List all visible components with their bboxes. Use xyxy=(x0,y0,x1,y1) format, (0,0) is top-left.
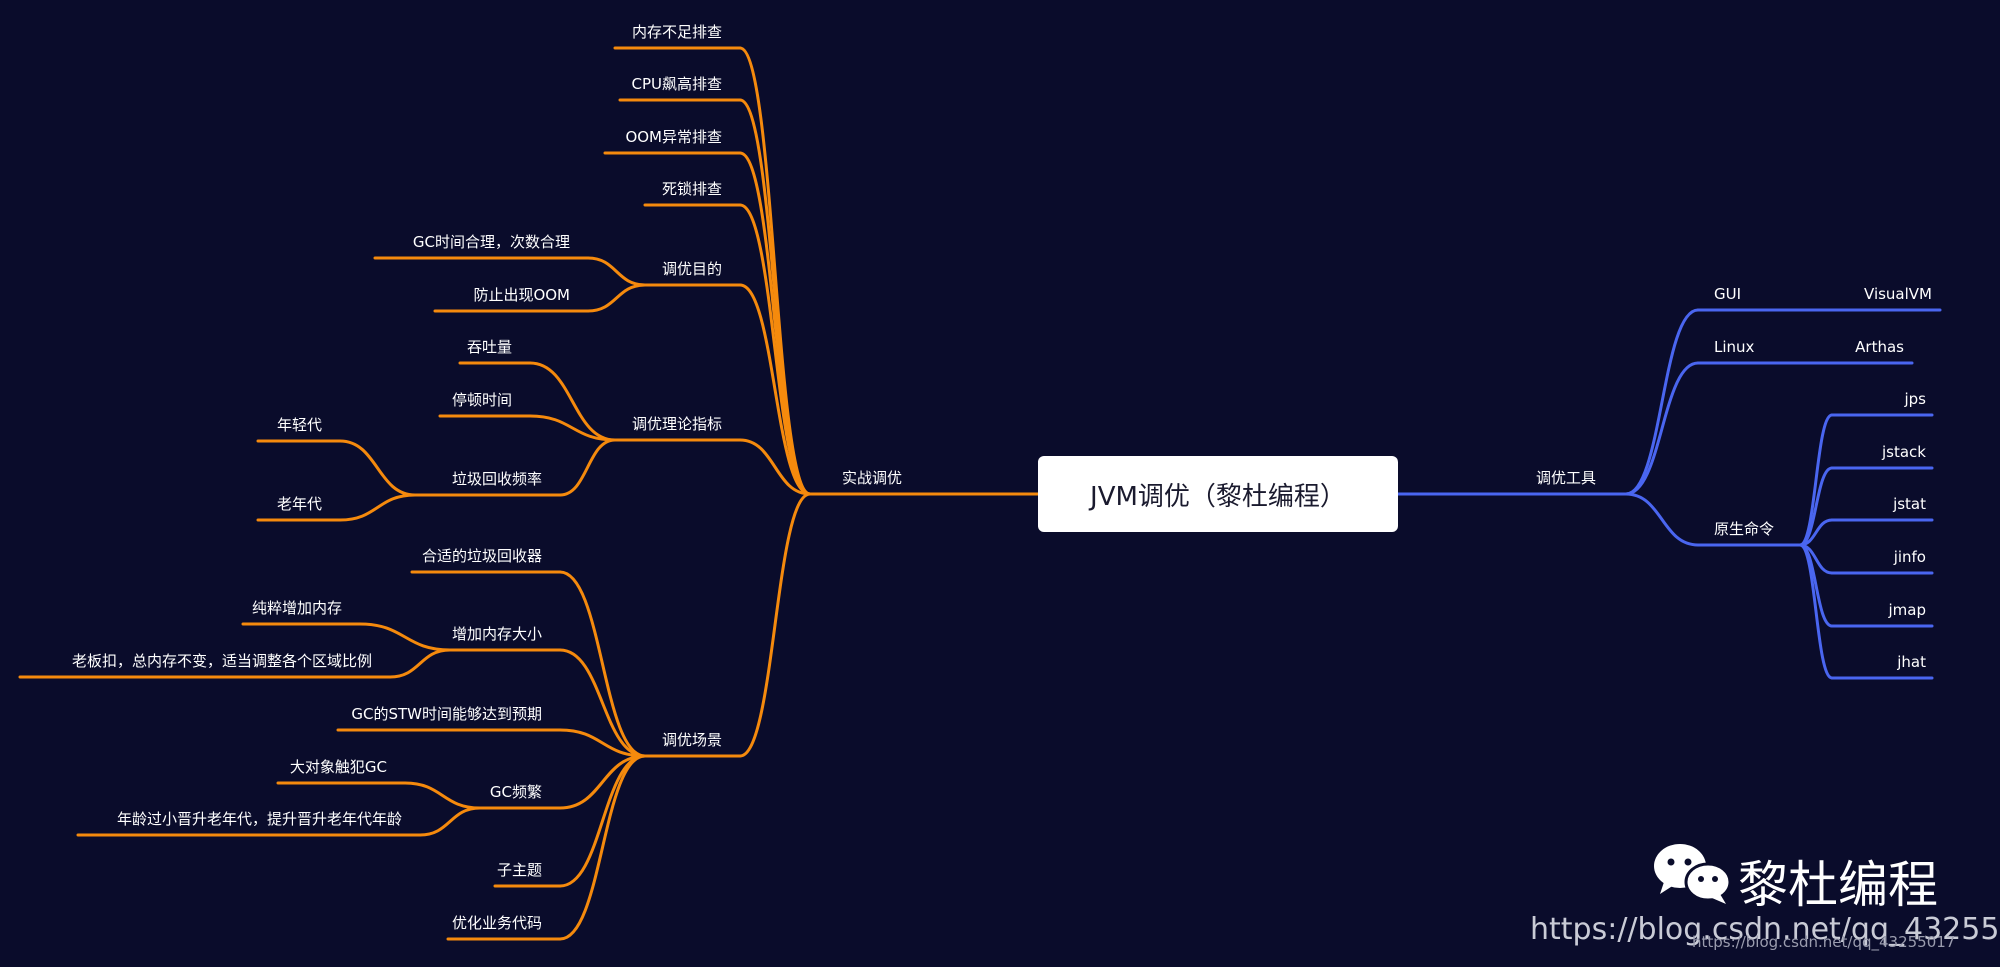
branch-connector xyxy=(738,438,812,496)
branch-connector xyxy=(558,648,647,758)
branch-connector xyxy=(1624,361,1700,496)
node-label[interactable]: 优化业务代码 xyxy=(452,914,542,932)
node-label[interactable]: 大对象触犯GC xyxy=(290,758,387,776)
node-label[interactable]: 老年代 xyxy=(277,495,322,513)
node-label[interactable]: Arthas xyxy=(1855,338,1904,356)
node-label[interactable]: 原生命令 xyxy=(1714,520,1774,538)
node-label[interactable]: jstack xyxy=(1881,443,1926,461)
wechat-icon xyxy=(1654,844,1732,904)
node-label[interactable]: jinfo xyxy=(1893,548,1926,566)
branch-connector xyxy=(1798,543,1834,680)
branch-connector xyxy=(418,806,482,837)
node-label[interactable]: 年龄过小晋升老年代，提升晋升老年代年龄 xyxy=(117,810,402,828)
node-label[interactable]: 内存不足排查 xyxy=(632,23,722,41)
branch-connector xyxy=(1798,413,1834,547)
branch-connector xyxy=(586,256,647,287)
branch-connector xyxy=(738,98,812,496)
node-label[interactable]: 纯粹增加内存 xyxy=(252,599,342,617)
branch-connector xyxy=(388,648,452,679)
branch-connector xyxy=(358,622,452,652)
branch-connector xyxy=(558,754,647,810)
node-label[interactable]: 年轻代 xyxy=(277,416,322,434)
watermark-url-small: https://blog.csdn.net/qq_43255017 xyxy=(1692,933,1956,951)
branch-connector xyxy=(558,754,647,888)
branch-connector xyxy=(738,203,812,496)
branch-connector xyxy=(528,361,617,442)
node-label[interactable]: 合适的垃圾回收器 xyxy=(422,547,542,565)
branch-connector xyxy=(528,414,617,442)
node-label[interactable]: 停顿时间 xyxy=(452,391,512,409)
branch-connector xyxy=(558,570,647,758)
node-label[interactable]: 调优工具 xyxy=(1536,469,1596,487)
node-label[interactable]: GC时间合理，次数合理 xyxy=(413,233,570,251)
branch-connector xyxy=(558,438,617,497)
branch-connector xyxy=(586,283,647,313)
branch-connector xyxy=(738,283,812,496)
node-label[interactable]: jps xyxy=(1903,390,1926,408)
root-node[interactable]: JVM调优（黎杜编程） xyxy=(1038,456,1398,532)
node-label[interactable]: GUI xyxy=(1714,285,1741,303)
branch-connector xyxy=(1624,308,1700,496)
branch-connector xyxy=(1798,466,1834,547)
node-label[interactable]: 老板扣，总内存不变，适当调整各个区域比例 xyxy=(72,652,372,670)
connector-lines xyxy=(18,46,1942,941)
node-label[interactable]: 实战调优 xyxy=(842,469,902,487)
node-label[interactable]: 调优场景 xyxy=(662,731,722,749)
node-label[interactable]: Linux xyxy=(1714,338,1755,356)
node-label[interactable]: GC频繁 xyxy=(490,783,542,801)
node-label[interactable]: jmap xyxy=(1888,601,1927,619)
branch-connector xyxy=(1624,492,1700,547)
branch-connector xyxy=(338,439,417,497)
branch-connector xyxy=(403,781,482,810)
watermark-brand: 黎杜编程 xyxy=(1738,856,1938,914)
node-label[interactable]: GC的STW时间能够达到预期 xyxy=(351,705,542,723)
node-label[interactable]: 防止出现OOM xyxy=(473,286,570,304)
node-label[interactable]: VisualVM xyxy=(1864,285,1932,303)
node-label[interactable]: jstat xyxy=(1892,495,1926,513)
root-label: JVM调优（黎杜编程） xyxy=(1088,482,1346,512)
node-label[interactable]: OOM异常排查 xyxy=(625,128,722,146)
node-label[interactable]: CPU飙高排查 xyxy=(632,75,723,93)
branch-connector xyxy=(338,493,417,522)
branch-connector xyxy=(558,728,647,758)
branch-connector xyxy=(738,492,812,758)
node-label[interactable]: 垃圾回收频率 xyxy=(452,470,542,488)
branch-connector xyxy=(558,754,647,941)
node-label[interactable]: jhat xyxy=(1896,653,1926,671)
node-label[interactable]: 死锁排查 xyxy=(662,180,722,198)
node-label[interactable]: 增加内存大小 xyxy=(452,625,542,643)
watermark-url-large: https://blog.csdn.net/qq_43255017 xyxy=(1530,912,2000,947)
node-label[interactable]: 调优理论指标 xyxy=(632,415,722,433)
root-box xyxy=(1038,456,1398,532)
node-label[interactable]: 调优目的 xyxy=(662,260,722,278)
node-label[interactable]: 吞吐量 xyxy=(467,338,512,356)
node-label[interactable]: 子主题 xyxy=(497,861,542,879)
